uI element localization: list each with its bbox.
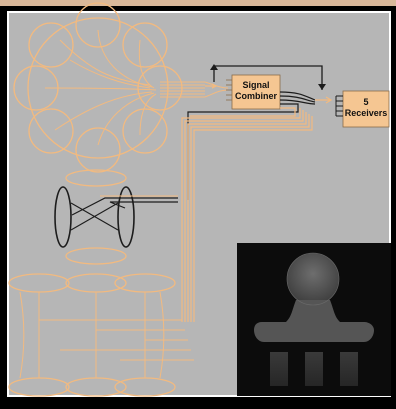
top-strip (0, 0, 396, 6)
feedback-wire (213, 65, 323, 90)
feedback-arrowhead-left (210, 64, 218, 70)
mr-image-inset (237, 243, 391, 396)
phantom-silhouette (254, 252, 374, 342)
saddle-coil (54, 169, 178, 265)
receivers-label-line2: Receivers (344, 108, 388, 118)
coil-lobes (13, 2, 183, 173)
coil-to-combiner-arrow (205, 83, 218, 89)
coil-internal-leads (44, 29, 157, 146)
coil-output-bundle (160, 81, 229, 98)
receivers-label-line1: 5 (363, 97, 369, 107)
feedback-arrowhead-right (318, 84, 326, 90)
receivers-label: 5 Receivers (343, 97, 389, 119)
phantom-pegs (270, 352, 358, 386)
receivers-block (335, 90, 390, 128)
coil-cable-bundle (181, 108, 313, 322)
signal-combiner-label-line1: Signal (242, 80, 270, 90)
signal-combiner-label-line2: Combiner (234, 91, 277, 101)
circular-coil-array (13, 2, 229, 173)
connecting-rungs (19, 291, 194, 379)
signal-combiner-label: Signal Combiner (232, 80, 280, 102)
bottom-coil-array (8, 273, 194, 397)
